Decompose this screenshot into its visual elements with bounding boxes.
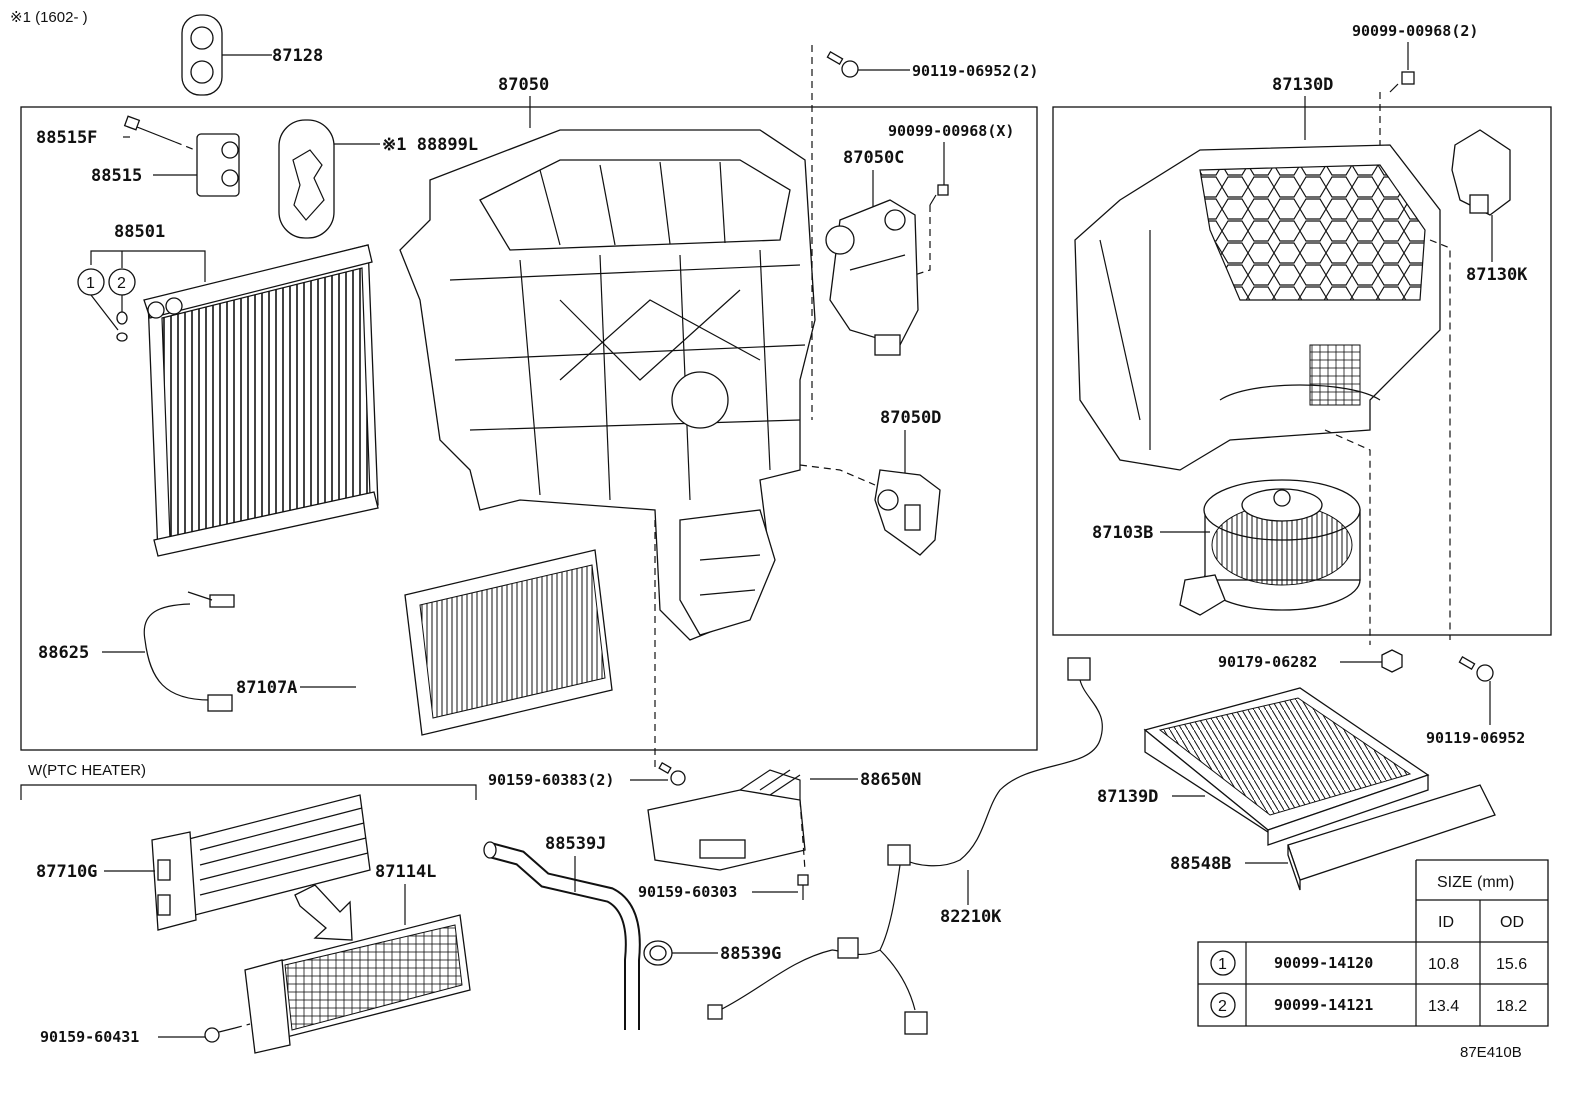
main-unit-box [20,106,1038,751]
drain-hose-88539J [483,841,641,1030]
gasket-88899L [278,119,335,239]
label-87050: 87050 [498,75,549,95]
size-table-row-2-od: 18.2 [1496,998,1527,1015]
label-87710G: 87710G [36,862,97,882]
size-table-row-1-id: 10.8 [1428,956,1459,973]
screw-90159-60383 [658,762,686,786]
label-87130K: 87130K [1466,265,1528,285]
size-table-row-2-part: 90099-14121 [1274,996,1373,1014]
label-90159-60383-2: 90159-60383(2) [488,771,614,789]
label-90159-60431: 90159-60431 [40,1028,139,1046]
label-88501: 88501 [114,222,165,242]
resistor-87130K [1451,129,1511,216]
size-table-row-1-od: 15.6 [1496,956,1527,973]
label-87107A: 87107A [236,678,297,698]
arrow-indicator [294,884,353,941]
size-table-row-2-id: 13.4 [1428,998,1459,1015]
expansion-valve-88515 [196,133,240,197]
label-88899L: ※1 88899L [382,135,478,155]
label-87114L: 87114L [375,862,436,882]
size-table-title: SIZE (mm) [1437,874,1514,891]
label-88625: 88625 [38,643,89,663]
bolt-88515F [123,115,201,153]
hvac-housing-87050 [399,129,816,641]
label-87050D: 87050D [880,408,941,428]
reference-code: 87E410B [1460,1044,1522,1061]
harness-82210K [707,657,1103,1035]
grommet-88539G [643,940,673,966]
servo-87050C [825,199,919,356]
blower-housing-87130D [1074,144,1441,471]
label-88539J: 88539J [545,834,606,854]
label-90179-06282: 90179-06282 [1218,653,1317,671]
note-top: ※1 (1602- ) [10,9,88,26]
oring-mark-1: 1 [86,275,95,292]
size-table-mark-2 [1210,992,1236,1018]
size-table-header-id: ID [1438,914,1454,931]
evaporator-88501 [143,244,379,557]
label-90119-06952-2: 90119-06952(2) [912,62,1038,80]
ptc-heater-87710G [151,794,371,931]
label-87130D: 87130D [1272,75,1333,95]
oring-2 [116,311,128,325]
ptc-section-bracket [20,784,477,800]
label-88515: 88515 [91,166,142,186]
filter-cover-88548B [1287,784,1496,891]
cabin-filter-87139D [1143,687,1430,846]
label-87103B: 87103B [1092,523,1153,543]
label-90099-00968-X: 90099-00968(X) [888,122,1014,140]
size-table-header-od: OD [1500,914,1524,931]
label-88515F: 88515F [36,128,97,148]
nut-90179-06282 [1381,649,1403,673]
ecu-88650N [647,769,806,871]
thermistor-88625 [143,591,235,712]
heater-core-87107A [285,535,613,740]
label-88650N: 88650N [860,770,921,790]
size-table-row-1-part: 90099-14120 [1274,954,1373,972]
label-87139D: 87139D [1097,787,1158,807]
label-90159-60303: 90159-60303 [638,883,737,901]
servo-87050D [874,469,941,556]
screw-90119-06952-right [1458,656,1494,682]
screw-90119-06952 [826,51,859,78]
label-82210K: 82210K [940,907,1002,927]
screw-90159-60431 [204,1027,236,1043]
oring-1 [116,332,128,342]
screw-90099-00968 [1389,71,1415,93]
screw-90099-00968-x [929,184,949,206]
size-table-row-2-mark: 2 [1218,998,1227,1015]
label-88539G: 88539G [720,944,781,964]
size-table-mark-1 [1210,950,1236,976]
ptc-section-title: W(PTC HEATER) [28,762,146,779]
grommet-87128 [181,14,223,96]
screw-90159-60303 [797,874,809,900]
label-90119-06952: 90119-06952 [1426,729,1525,747]
label-87050C: 87050C [843,148,904,168]
blower-motor-87103B [1179,479,1361,616]
label-90099-00968-2: 90099-00968(2) [1352,22,1478,40]
blower-unit-box [1052,106,1552,636]
size-table-row-1-mark: 1 [1218,956,1227,973]
label-87128: 87128 [272,46,323,66]
size-table [1197,859,1549,1027]
label-88548B: 88548B [1170,854,1231,874]
ptc-heater-87114L [244,914,471,1054]
oring-mark-2: 2 [117,275,126,292]
